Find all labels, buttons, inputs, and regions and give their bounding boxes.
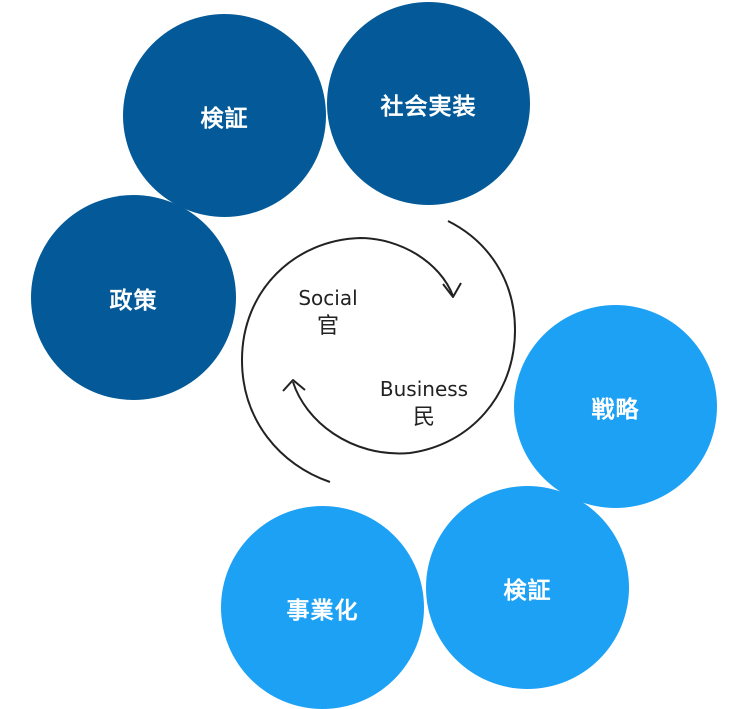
business-verification-circle: 検証	[426, 486, 629, 689]
business-label-group: Business 民	[366, 376, 482, 433]
strategy-label: 戦略	[591, 396, 640, 423]
policy-circle: 政策	[31, 195, 236, 400]
government-verification-label: 検証	[200, 105, 249, 132]
social-label-group: Social 官	[282, 285, 374, 342]
social-ja-label: 官	[316, 314, 339, 339]
strategy-circle: 戦略	[514, 305, 717, 508]
social-en-label: Social	[298, 286, 358, 310]
arrow-head-left	[282, 379, 306, 392]
arrow-arc-top	[292, 220, 517, 455]
policy-label: 政策	[109, 287, 158, 314]
arrow-head-right	[442, 282, 462, 298]
commercialization-label: 事業化	[286, 597, 359, 624]
commercialization-circle: 事業化	[221, 506, 424, 709]
business-verification-label: 検証	[503, 577, 552, 604]
social-implementation-label: 社会実装	[380, 93, 477, 120]
business-ja-label: 民	[412, 405, 435, 430]
government-verification-circle: 検証	[123, 14, 326, 217]
business-en-label: Business	[379, 377, 469, 401]
arrow-arc-left	[240, 236, 454, 483]
social-implementation-circle: 社会実装	[327, 2, 530, 205]
